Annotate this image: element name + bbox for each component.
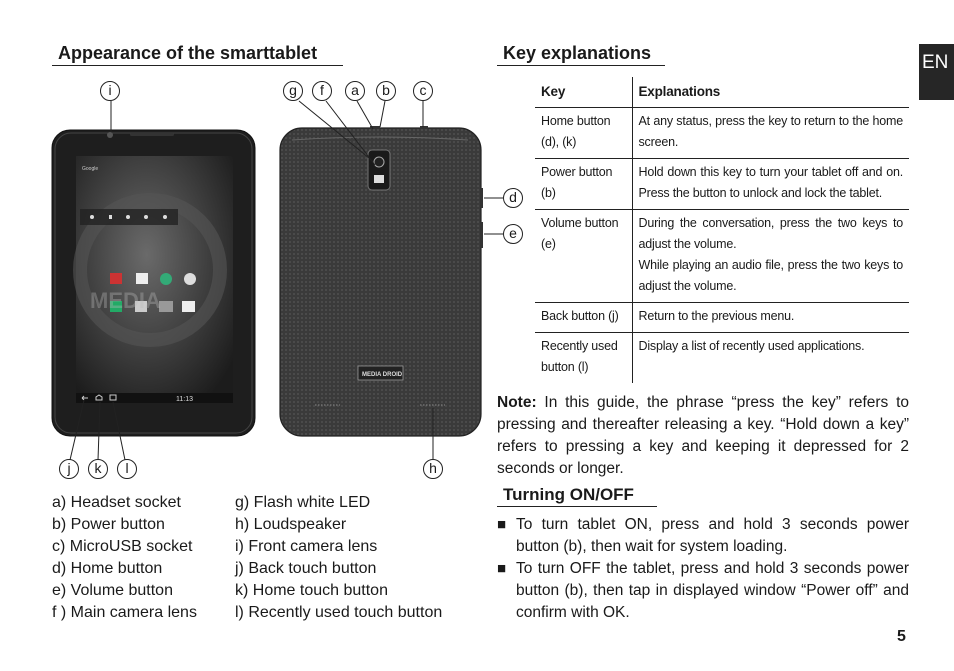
table-header-explanations: Explanations bbox=[632, 77, 909, 108]
tablet-front: Google MEDIA 11:13 bbox=[51, 129, 256, 437]
callout-b: b bbox=[376, 81, 396, 101]
square-bullet-icon: ■ bbox=[497, 516, 507, 533]
section-heading-turning-on-off: Turning ON/OFF bbox=[497, 485, 657, 507]
legend-item: l) Recently used touch button bbox=[235, 604, 443, 621]
table-cell-explanation-line: During the conversation, press the two k… bbox=[638, 216, 904, 251]
list-item: ■ To turn tablet ON, press and hold 3 se… bbox=[497, 514, 909, 558]
table-row: Volume button (e) During the conversatio… bbox=[535, 209, 909, 303]
front-camera-lens bbox=[107, 132, 113, 138]
callout-f: f bbox=[312, 81, 332, 101]
legend-item: h) Loudspeaker bbox=[235, 516, 347, 533]
table-header-row: Key Explanations bbox=[535, 77, 909, 108]
home-touch-button bbox=[95, 394, 103, 401]
legend-item: j) Back touch button bbox=[235, 560, 377, 577]
table-row: Back button (j) Return to the previous m… bbox=[535, 302, 909, 333]
table-cell-key: Power button (b) bbox=[535, 158, 633, 210]
volume-button-side bbox=[480, 222, 483, 248]
legend-item: a) Headset socket bbox=[52, 494, 181, 511]
list-item-text: To turn tablet ON, press and hold 3 seco… bbox=[516, 516, 909, 555]
section-heading-appearance: Appearance of the smarttablet bbox=[52, 43, 343, 66]
legend-item: b) Power button bbox=[52, 516, 165, 533]
callout-k: k bbox=[88, 459, 108, 479]
recent-touch-button bbox=[109, 394, 117, 401]
tablet-screen bbox=[76, 156, 233, 403]
legend-item: k) Home touch button bbox=[235, 582, 388, 599]
table-header-key: Key bbox=[535, 77, 633, 108]
section-heading-key-explanations: Key explanations bbox=[497, 43, 665, 66]
callout-leader-lines bbox=[69, 100, 503, 461]
tablet-back: MEDIA DROID bbox=[279, 126, 483, 437]
svg-text:MEDIA: MEDIA bbox=[90, 288, 161, 313]
callout-l: l bbox=[117, 459, 137, 479]
legend-item: i) Front camera lens bbox=[235, 538, 378, 555]
page-number: 5 bbox=[897, 628, 906, 645]
list-item-text: To turn OFF the tablet, press and hold 3… bbox=[516, 560, 909, 621]
legend-item: d) Home button bbox=[52, 560, 163, 577]
table-cell-key: Back button (j) bbox=[535, 302, 633, 333]
list-item: ■ To turn OFF the tablet, press and hold… bbox=[497, 558, 909, 624]
table-cell-key: Home button (d), (k) bbox=[535, 107, 633, 159]
note-paragraph: Note: In this guide, the phrase “press t… bbox=[497, 392, 909, 480]
screen-status-time: 11:13 bbox=[176, 396, 193, 403]
key-explanations-table: Key Explanations Home button (d), (k) At… bbox=[535, 77, 909, 383]
turning-on-off-list: ■ To turn tablet ON, press and hold 3 se… bbox=[497, 514, 909, 624]
table-row: Home button (d), (k) At any status, pres… bbox=[535, 107, 909, 159]
table-cell-explanation: Hold down this key to turn your tablet o… bbox=[632, 158, 909, 210]
legend-item: f ) Main camera lens bbox=[52, 604, 197, 621]
callout-e: e bbox=[503, 224, 523, 244]
square-bullet-icon: ■ bbox=[497, 560, 507, 577]
callout-i: i bbox=[100, 81, 120, 101]
language-tab: EN bbox=[919, 44, 954, 100]
table-row: Recently used button (l) Display a list … bbox=[535, 332, 909, 383]
table-cell-explanation: At any status, press the key to return t… bbox=[632, 107, 909, 159]
callout-a: a bbox=[345, 81, 365, 101]
table-cell-key: Volume button (e) bbox=[535, 209, 633, 303]
callout-j: j bbox=[59, 459, 79, 479]
callout-d: d bbox=[503, 188, 523, 208]
callout-g: g bbox=[283, 81, 303, 101]
flash-led bbox=[374, 175, 384, 183]
table-row: Power button (b) Hold down this key to t… bbox=[535, 158, 909, 210]
screen-app-icons bbox=[110, 273, 196, 312]
legend-left: a) Headset socket b) Power button c) Mic… bbox=[52, 492, 197, 624]
table-cell-explanation-line: While playing an audio file, press the t… bbox=[638, 258, 904, 293]
table-cell-key: Recently used button (l) bbox=[535, 332, 633, 383]
callout-h: h bbox=[423, 459, 443, 479]
screen-google-label: Google bbox=[82, 166, 98, 172]
legend-item: g) Flash white LED bbox=[235, 494, 371, 511]
legend-right: g) Flash white LED h) Loudspeaker i) Fro… bbox=[235, 492, 442, 624]
back-touch-button bbox=[81, 395, 88, 401]
note-label: Note: bbox=[497, 394, 537, 411]
home-button-side bbox=[480, 188, 483, 208]
legend-item: c) MicroUSB socket bbox=[52, 538, 193, 555]
table-cell-explanation: Display a list of recently used applicat… bbox=[638, 339, 865, 353]
callout-c: c bbox=[413, 81, 433, 101]
back-logo: MEDIA DROID bbox=[362, 372, 403, 378]
table-cell-explanation: Return to the previous menu. bbox=[632, 302, 909, 333]
table-cell-explanation: During the conversation, press the two k… bbox=[632, 209, 909, 303]
legend-item: e) Volume button bbox=[52, 582, 173, 599]
main-camera-lens bbox=[373, 156, 385, 168]
note-text: In this guide, the phrase “press the key… bbox=[497, 394, 909, 477]
